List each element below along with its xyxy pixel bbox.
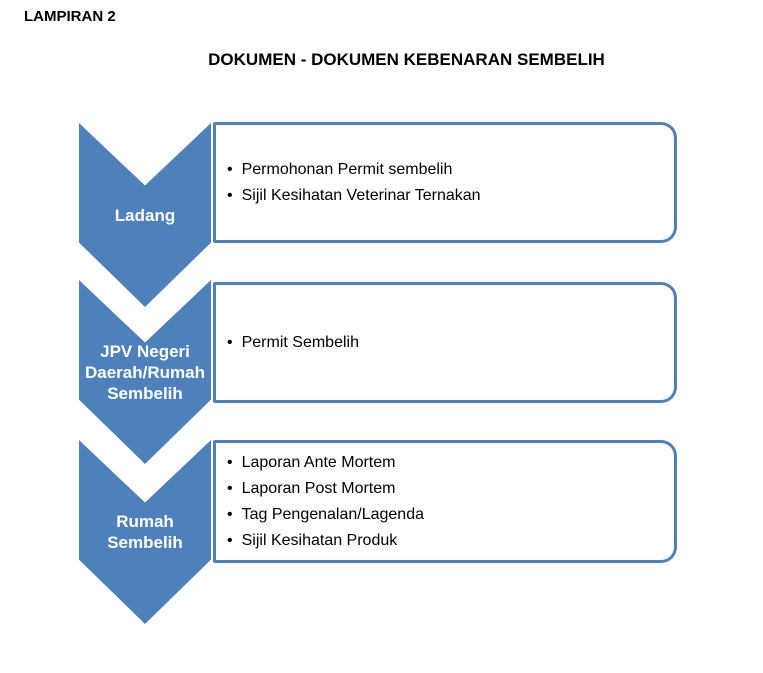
document-item: Laporan Post Mortem bbox=[227, 476, 668, 502]
page-title: DOKUMEN - DOKUMEN KEBENARAN SEMBELIH bbox=[208, 50, 605, 69]
document-item: Tag Pengenalan/Lagenda bbox=[227, 502, 668, 528]
document-item: Sijil Kesihatan Produk bbox=[227, 528, 668, 554]
document-item: Sijil Kesihatan Veterinar Ternakan bbox=[227, 183, 668, 209]
documents-box-rumah-sembelih: Laporan Ante Mortem Laporan Post Mortem … bbox=[213, 440, 677, 563]
stage-chevron-ladang: Ladang bbox=[79, 123, 211, 307]
document-item: Permohonan Permit sembelih bbox=[227, 157, 668, 183]
documents-list: Permit Sembelih bbox=[216, 285, 674, 400]
stage-label-line: Daerah/Rumah bbox=[85, 362, 205, 382]
documents-list: Laporan Ante Mortem Laporan Post Mortem … bbox=[216, 443, 674, 560]
stage-label-line: Sembelih bbox=[107, 533, 183, 552]
document-item: Permit Sembelih bbox=[227, 330, 668, 356]
documents-box-jpv-negeri: Permit Sembelih bbox=[213, 282, 677, 403]
stage-label-line: Rumah bbox=[116, 512, 174, 531]
stage-label-rumah-sembelih: Rumah Sembelih bbox=[79, 440, 211, 624]
document-item: Laporan Ante Mortem bbox=[227, 450, 668, 476]
stage-label-jpv-negeri: JPV Negeri Daerah/Rumah Sembelih bbox=[79, 280, 211, 464]
appendix-label: LAMPIRAN 2 bbox=[24, 8, 116, 25]
documents-box-ladang: Permohonan Permit sembelih Sijil Kesihat… bbox=[213, 122, 677, 243]
stage-label-line: Ladang bbox=[114, 205, 176, 225]
stage-label-ladang: Ladang bbox=[79, 123, 211, 307]
stage-label-line: JPV Negeri bbox=[100, 341, 190, 361]
stage-label-line: Sembelih bbox=[107, 383, 183, 403]
documents-list: Permohonan Permit sembelih Sijil Kesihat… bbox=[216, 125, 674, 240]
